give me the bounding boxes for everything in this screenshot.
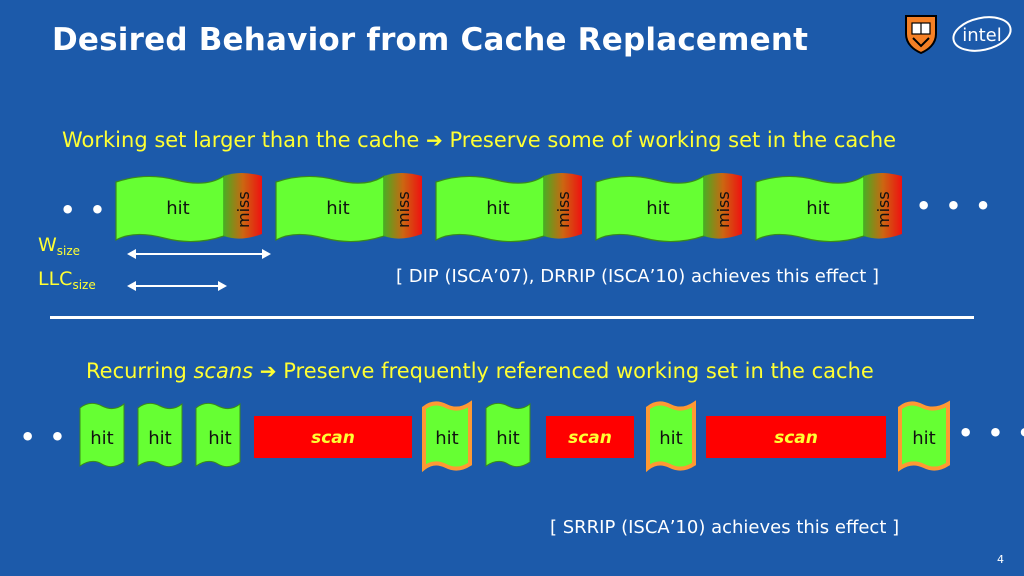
ws-hit-label: hit xyxy=(166,198,189,219)
scan-hit-4: hit xyxy=(422,400,472,473)
scan-hit-label: hit xyxy=(90,428,113,449)
scan-hit-label: hit xyxy=(148,428,171,449)
ws-miss-label: miss xyxy=(874,191,893,228)
ws-miss-label: miss xyxy=(714,191,733,228)
ws-hit-label: hit xyxy=(806,198,829,219)
ws-hit-label: hit xyxy=(486,198,509,219)
ws-block-4: hit miss xyxy=(595,173,742,243)
scan-hit-label: hit xyxy=(208,428,231,449)
scan-hit-label: hit xyxy=(659,428,682,449)
scan-hit-label: hit xyxy=(435,428,458,449)
scan-label: scan xyxy=(311,428,355,448)
scan-block-1: scan xyxy=(254,416,412,458)
section1-heading: Working set larger than the cache ➔ Pres… xyxy=(62,128,896,152)
page-number: 4 xyxy=(997,553,1004,566)
scan-hit-3: hit xyxy=(195,402,241,468)
wsize-label-main: W xyxy=(38,234,57,256)
intel-logo-text: intel xyxy=(962,25,1002,46)
section2-heading: Recurring scans ➔ Preserve frequently re… xyxy=(86,359,874,383)
ws-block-1: hit miss xyxy=(115,173,262,243)
scan-diagram: hit hit hit scan hit hit scan hit scan h… xyxy=(79,400,950,473)
section1-note: [ DIP (ISCA’07), DRRIP (ISCA’10) achieve… xyxy=(396,266,880,287)
scan-label: scan xyxy=(568,428,612,448)
scan-hit-2: hit xyxy=(137,402,183,468)
page-title: Desired Behavior from Cache Replacement xyxy=(52,22,809,58)
ws-block-5: hit miss xyxy=(755,173,902,243)
llcsize-label-sub: size xyxy=(72,278,96,292)
scan-block-2: scan xyxy=(546,416,634,458)
ws-hit-label: hit xyxy=(646,198,669,219)
llcsize-label: LLCsize xyxy=(38,268,96,292)
section2-heading-left: Recurring xyxy=(86,359,194,383)
ws-block-3: hit miss xyxy=(435,173,582,243)
scan-hit-1: hit xyxy=(79,402,125,468)
ws-miss-label: miss xyxy=(554,191,573,228)
llcsize-double-arrow-icon xyxy=(127,281,227,291)
section2-heading-italic: scans xyxy=(193,359,254,383)
section1-heading-right: Preserve some of working set in the cach… xyxy=(449,128,897,152)
section1-heading-left: Working set larger than the cache xyxy=(62,128,420,152)
ellipsis-right-1: • • • xyxy=(916,192,994,220)
ws-miss-label: miss xyxy=(234,191,253,228)
scan-hit-label: hit xyxy=(496,428,519,449)
section-divider xyxy=(50,316,974,319)
scan-label: scan xyxy=(774,428,818,448)
scan-hit-label: hit xyxy=(912,428,935,449)
intel-logo-icon: intel xyxy=(952,16,1012,52)
wsize-label-sub: size xyxy=(56,244,81,258)
wsize-double-arrow-icon xyxy=(127,249,271,259)
princeton-shield-icon xyxy=(905,15,937,54)
working-set-diagram: hit miss hit miss hit miss hit miss hit … xyxy=(115,173,902,243)
right-arrow-icon: ➔ xyxy=(259,359,277,383)
ellipsis-right-2: • • • xyxy=(958,419,1024,447)
llcsize-label-main: LLC xyxy=(38,268,73,290)
wsize-label: Wsize xyxy=(38,234,80,258)
right-arrow-icon: ➔ xyxy=(426,128,443,152)
section2-note: [ SRRIP (ISCA’10) achieves this effect ] xyxy=(550,517,900,538)
ws-block-2: hit miss xyxy=(275,173,422,243)
ws-hit-label: hit xyxy=(326,198,349,219)
scan-block-3: scan xyxy=(706,416,886,458)
scan-hit-6: hit xyxy=(646,400,696,473)
scan-hit-5: hit xyxy=(485,402,531,468)
scan-hit-7: hit xyxy=(898,400,950,472)
section2-heading-right: Preserve frequently referenced working s… xyxy=(283,359,874,383)
ws-miss-label: miss xyxy=(394,191,413,228)
